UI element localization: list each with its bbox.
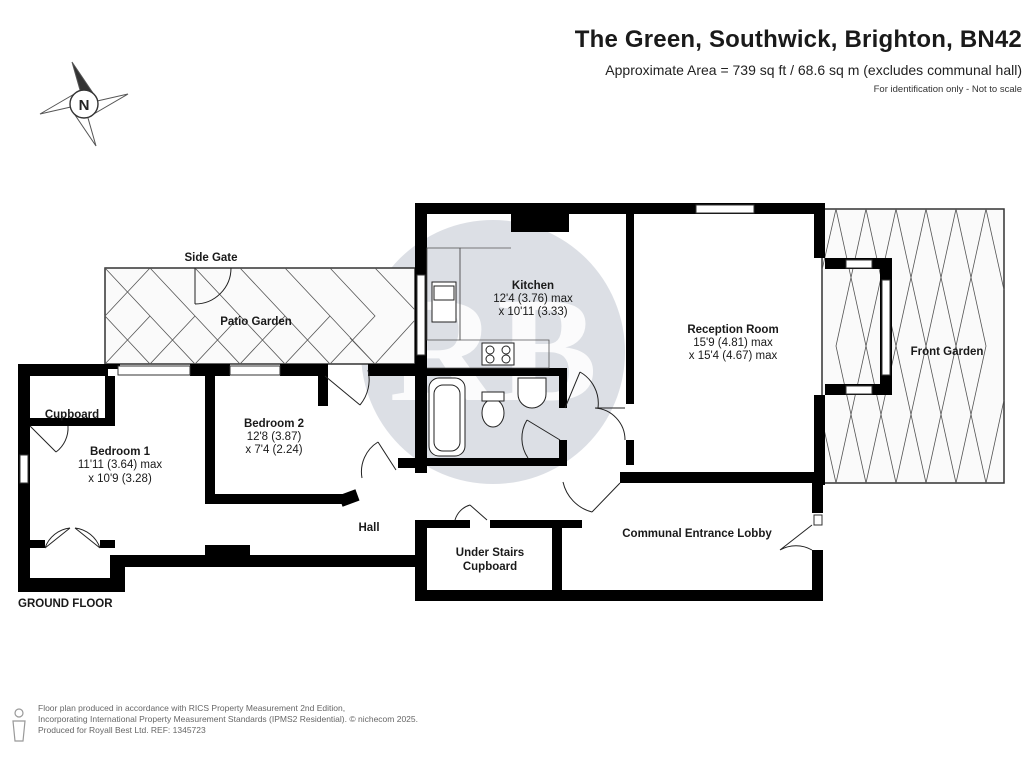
bedroom2-dim-2: x 7'4 (2.24) bbox=[245, 444, 302, 456]
room-labels: Kitchen 12'4 (3.76) max x 10'11 (3.33) R… bbox=[18, 252, 983, 610]
reception-dim-1: 15'9 (4.81) max bbox=[693, 337, 773, 349]
reception-name: Reception Room bbox=[687, 324, 778, 336]
communal-lobby-label: Communal Entrance Lobby bbox=[622, 528, 772, 540]
bedroom1-dim-1: 11'11 (3.64) max bbox=[78, 459, 162, 471]
hall-label: Hall bbox=[358, 522, 379, 534]
patio-garden-label: Patio Garden bbox=[220, 316, 292, 328]
kitchen-name: Kitchen bbox=[512, 280, 554, 292]
hob-icon bbox=[481, 342, 515, 366]
bath-icon bbox=[428, 377, 466, 457]
property-address: The Green, Southwick, Brighton, BN42 bbox=[574, 26, 1022, 53]
door-swings bbox=[29, 267, 813, 551]
bedroom1-name: Bedroom 1 bbox=[90, 446, 151, 458]
approximate-area: Approximate Area = 739 sq ft / 68.6 sq m… bbox=[605, 62, 1022, 78]
patio-garden-hatch bbox=[104, 267, 416, 365]
kitchen-dim-1: 12'4 (3.76) max bbox=[493, 293, 573, 305]
bedroom2-dim-1: 12'8 (3.87) bbox=[247, 431, 302, 443]
under-stairs-label-2: Cupboard bbox=[463, 561, 517, 573]
fixtures bbox=[426, 247, 550, 457]
front-garden-label: Front Garden bbox=[911, 346, 984, 358]
footer-line-1: Floor plan produced in accordance with R… bbox=[38, 703, 346, 713]
sink-icon bbox=[431, 281, 457, 323]
footer-notes: Floor plan produced in accordance with R… bbox=[10, 703, 530, 753]
reception-dim-2: x 15'4 (4.67) max bbox=[689, 350, 778, 362]
toilet-icon bbox=[481, 398, 505, 428]
windows bbox=[19, 204, 891, 526]
bedroom1-dim-2: x 10'9 (3.28) bbox=[88, 473, 152, 485]
kitchen-dim-2: x 10'11 (3.33) bbox=[498, 306, 567, 318]
compass-letter: N bbox=[79, 97, 90, 114]
front-garden-hatch bbox=[821, 208, 1005, 484]
person-icon bbox=[12, 708, 26, 742]
ground-floor-label: GROUND FLOOR bbox=[18, 598, 113, 610]
side-gate-label: Side Gate bbox=[184, 252, 237, 264]
under-stairs-label-1: Under Stairs bbox=[456, 547, 524, 559]
identification-note: For identification only - Not to scale bbox=[873, 84, 1022, 95]
bedroom2-name: Bedroom 2 bbox=[244, 418, 304, 430]
cupboard-label: Cupboard bbox=[45, 409, 99, 421]
basin-icon bbox=[517, 377, 547, 409]
compass-rose: N bbox=[39, 61, 129, 147]
footer-line-2: Incorporating International Property Mea… bbox=[38, 714, 418, 724]
footer-line-3: Produced for Royall Best Ltd. REF: 13457… bbox=[38, 725, 206, 735]
